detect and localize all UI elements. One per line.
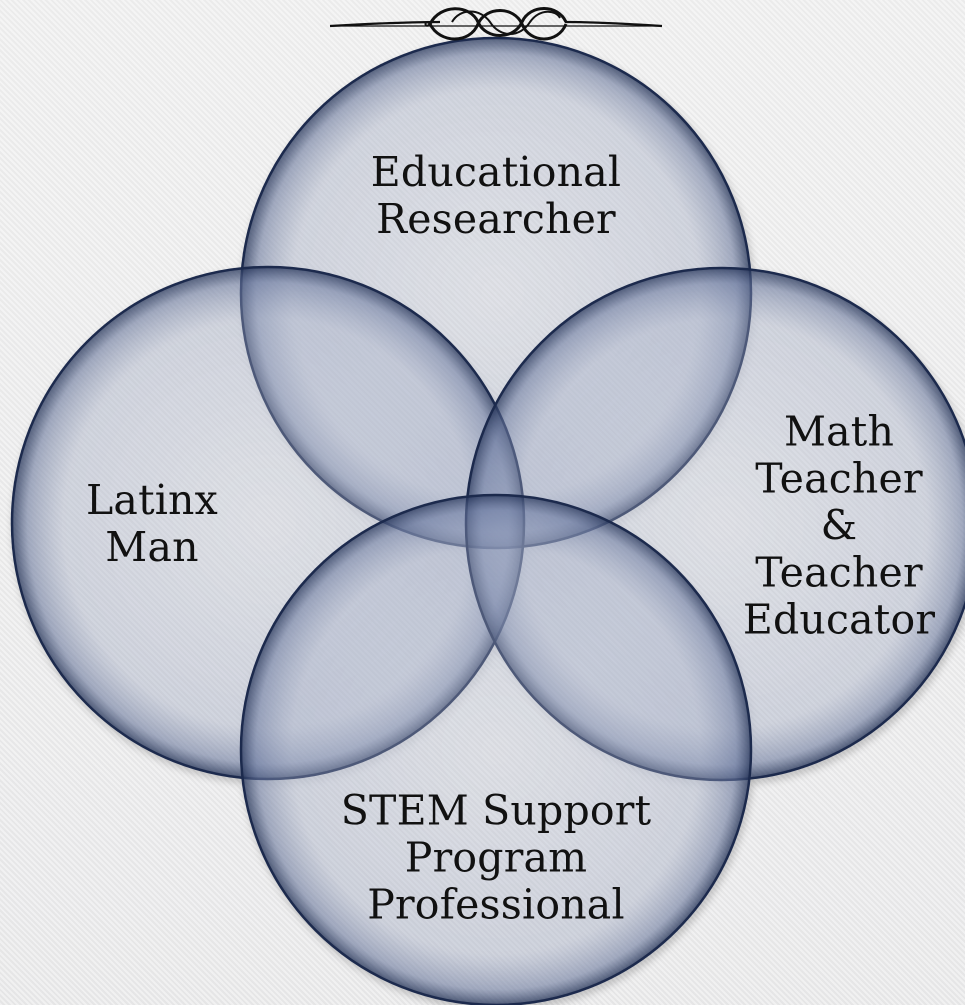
label-math-teacher-educator: Math Teacher & Teacher Educator xyxy=(742,407,936,644)
label-stem-support-professional: STEM Support Program Professional xyxy=(340,786,652,929)
circle-stem-support xyxy=(239,493,753,1005)
label-educational-researcher: Educational Researcher xyxy=(370,148,622,243)
braided-knot-ornament-icon xyxy=(329,7,663,41)
label-latinx-man: Latinx Man xyxy=(86,476,218,571)
